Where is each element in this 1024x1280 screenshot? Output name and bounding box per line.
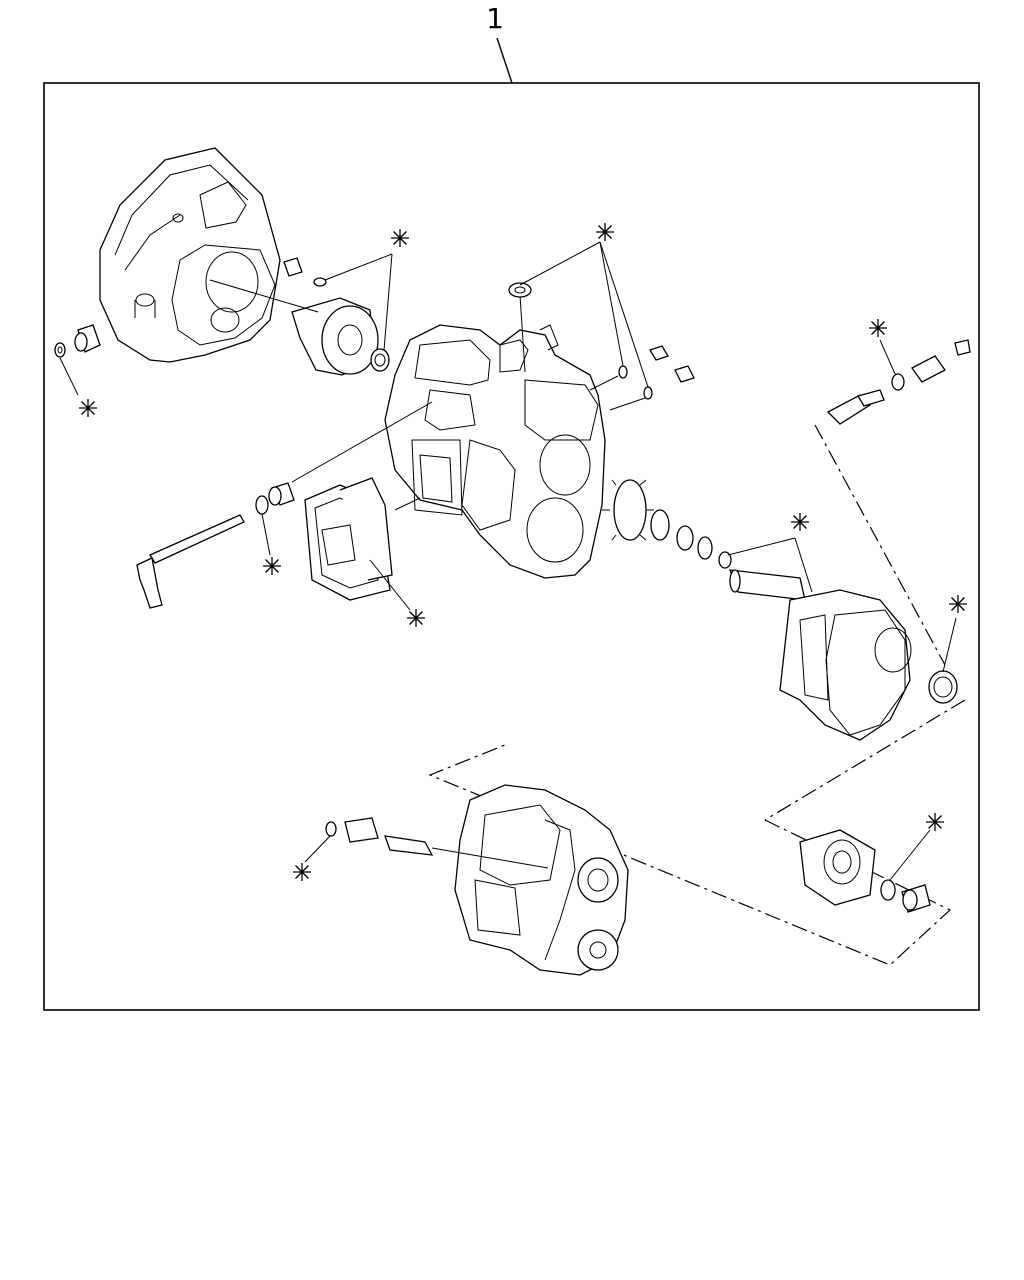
transfer-case [454, 784, 629, 976]
bearing-retainer [209, 228, 410, 376]
shift-shaft [136, 401, 433, 609]
speed-sensor [826, 318, 971, 425]
output-gear [602, 479, 813, 601]
dash-line-2 [764, 699, 966, 821]
callout-number: 1 [486, 2, 504, 35]
transfer-sensor [292, 817, 549, 882]
case-bolts [649, 345, 695, 383]
extension-housing [779, 589, 968, 741]
bushing-left [54, 324, 101, 418]
transmission-case [384, 222, 653, 579]
kit-frame [43, 82, 980, 1011]
clutch-housing [99, 147, 281, 363]
callout-leader [496, 37, 513, 84]
cover-plate [304, 477, 426, 628]
output-flange [799, 812, 945, 913]
